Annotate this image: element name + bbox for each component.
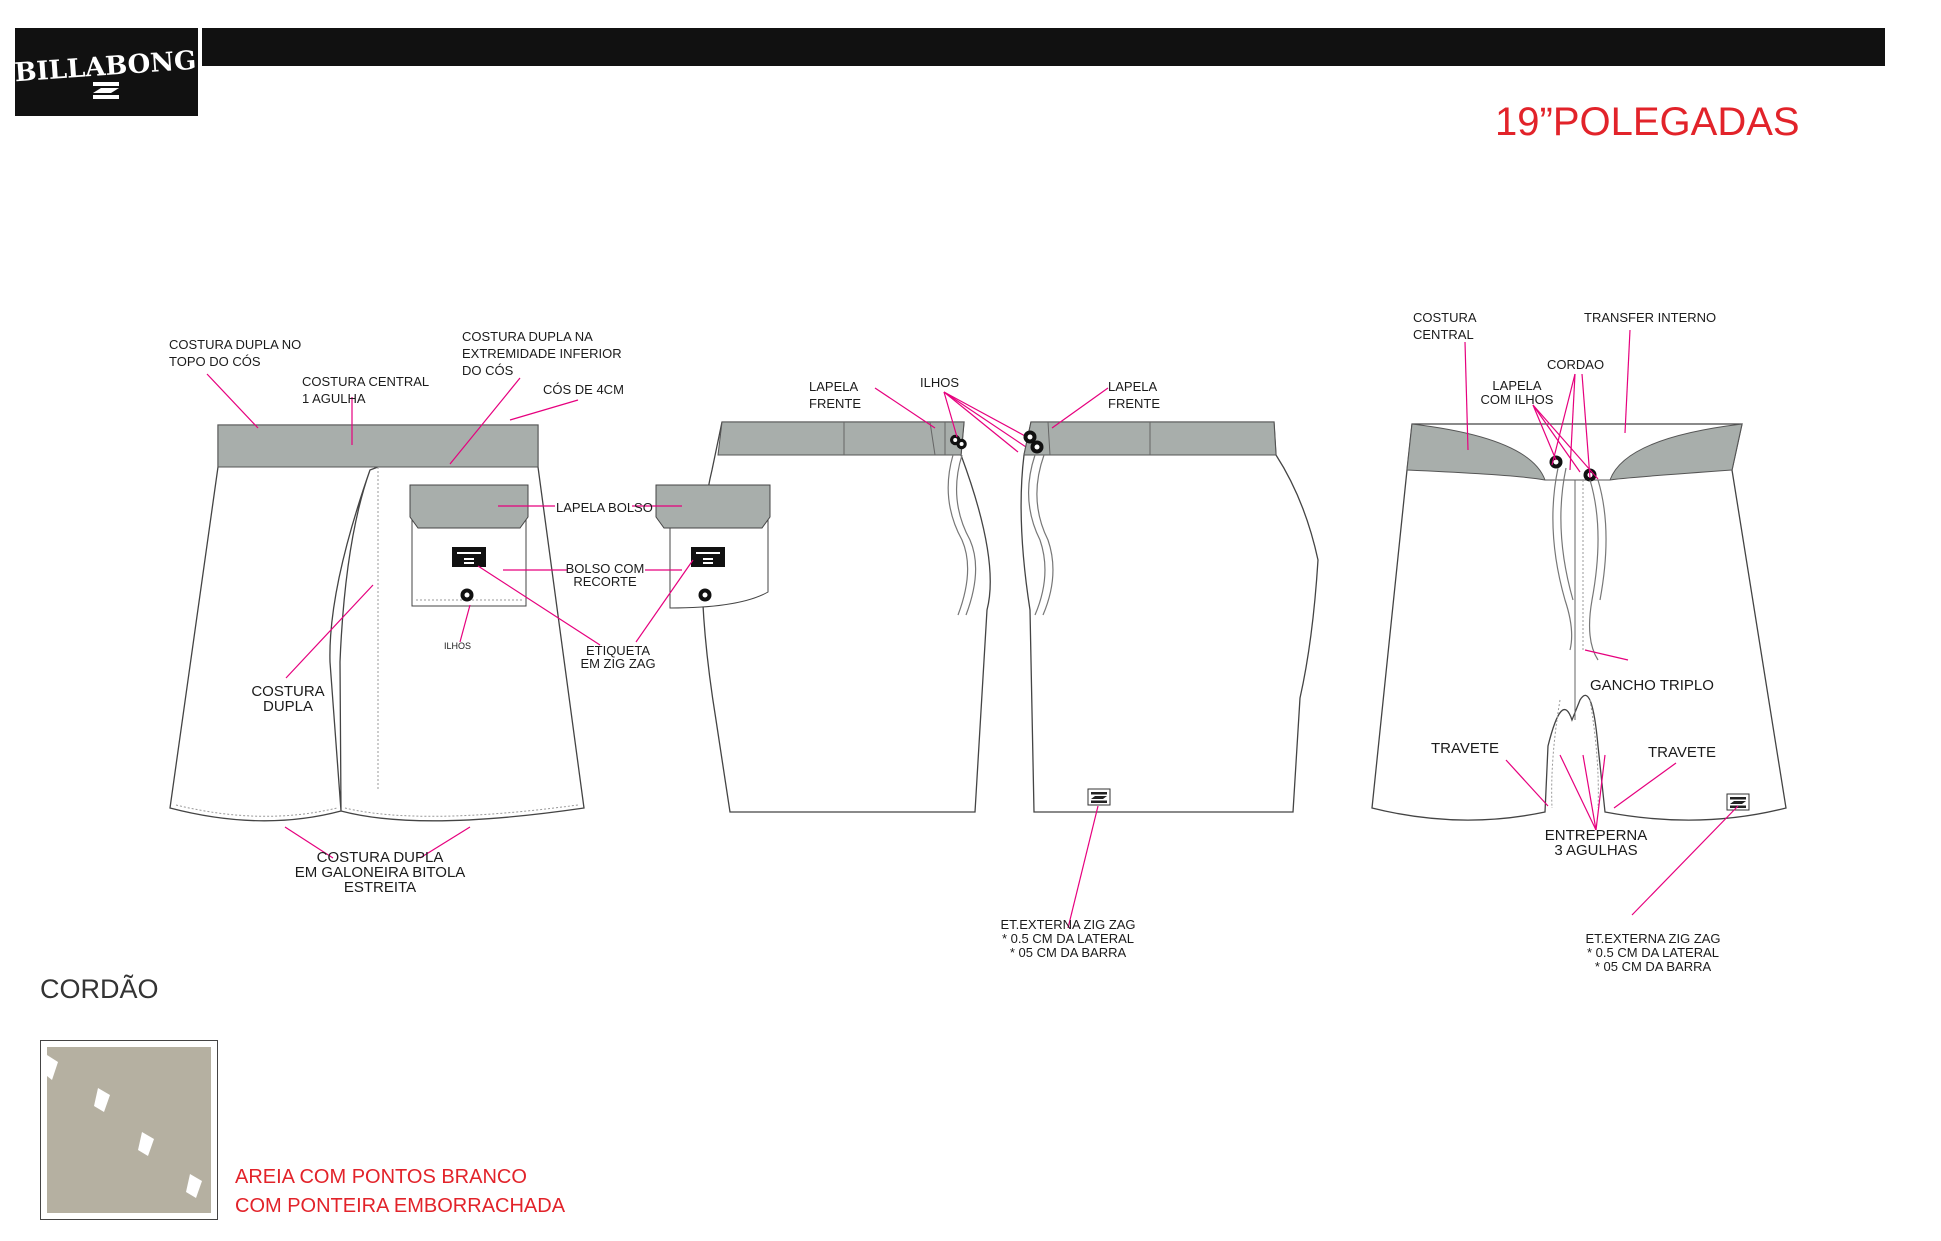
billabong-logo-icon: BILLABONG: [15, 46, 197, 99]
page-title: 19”POLEGADAS: [1495, 100, 1800, 144]
label-ilhos-small: ILHOS: [444, 641, 472, 651]
brand-logo: BILLABONG: [15, 28, 198, 116]
cordao-title: CORDÃO: [40, 974, 159, 1004]
side-view-right: [1020, 387, 1319, 929]
label-cordao: CORDAO: [1547, 357, 1605, 372]
label-ilhos: ILHOS: [920, 375, 960, 390]
front-view: [1371, 329, 1787, 916]
label-gancho-triplo: GANCHO TRIPLO: [1590, 677, 1714, 694]
label-cos-4cm: CÓS DE 4CM: [543, 382, 624, 397]
label-et-externa-front: ET.EXTERNA ZIG ZAG* 0.5 CM DA LATERAL* 0…: [1585, 931, 1721, 974]
label-transfer-interno: TRANSFER INTERNO: [1584, 310, 1717, 325]
side-view-left: [632, 387, 1039, 813]
label-travete-right: TRAVETE: [1648, 744, 1717, 761]
header-bar: [202, 28, 1885, 66]
cordao-swatch: [40, 1040, 218, 1220]
label-travete-left: TRAVETE: [1431, 740, 1500, 757]
label-et-externa-side: ET.EXTERNA ZIG ZAG* 0.5 CM DA LATERAL* 0…: [1000, 917, 1136, 960]
back-view: [169, 373, 601, 859]
label-lapela-bolso: LAPELA BOLSO: [556, 500, 653, 515]
